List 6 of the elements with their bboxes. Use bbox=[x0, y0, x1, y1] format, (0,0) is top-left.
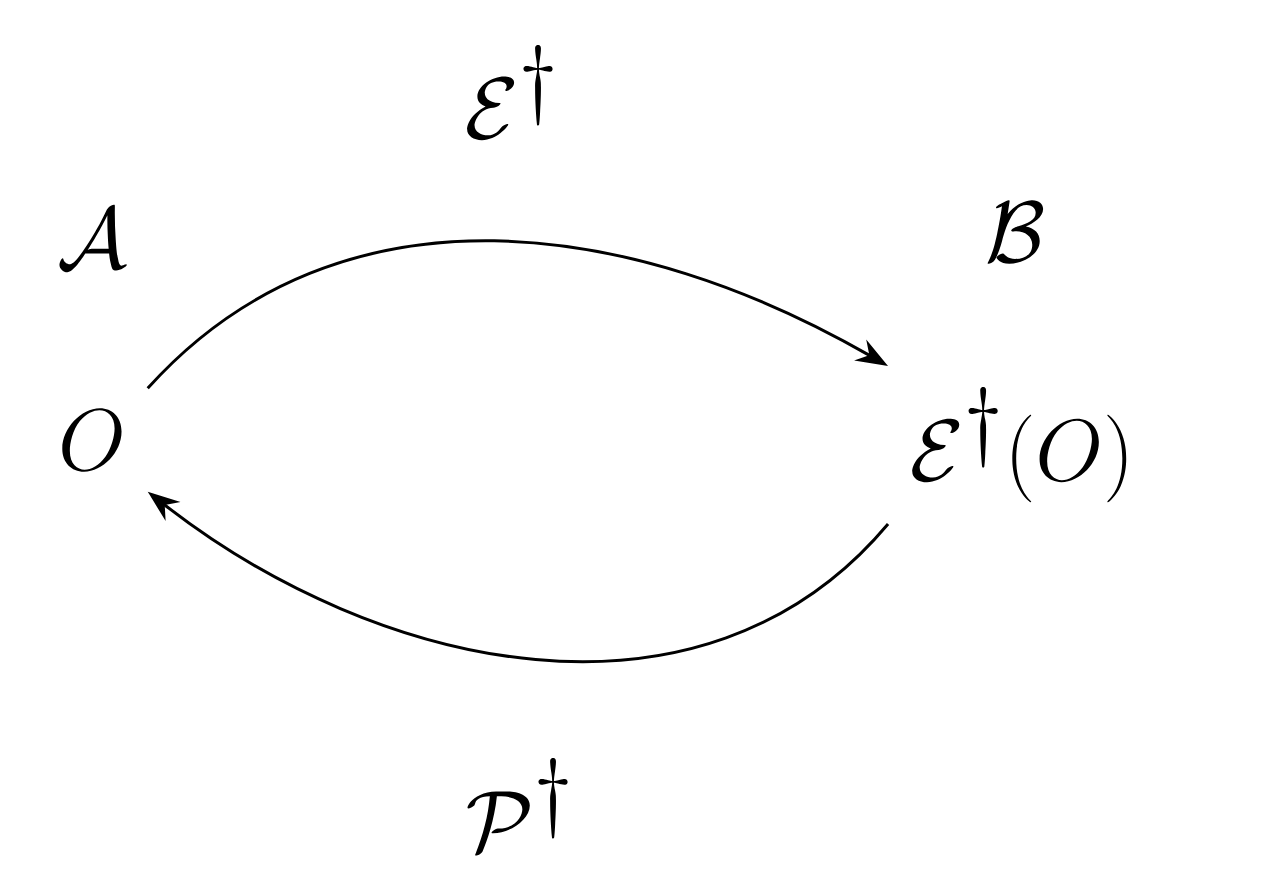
space-label: $\mathcal{B}$ bbox=[987, 200, 1044, 264]
math-expression: $\mathcal{E}^\dagger(O)$ bbox=[912, 387, 1127, 503]
edge-label: $\mathcal{E}^\dagger$ bbox=[467, 44, 553, 141]
space-label: $\mathcal{A}$ bbox=[59, 204, 127, 273]
edge-label: $\mathcal{P}^\dagger$ bbox=[467, 757, 568, 856]
math-expression: $O$ bbox=[62, 408, 122, 472]
